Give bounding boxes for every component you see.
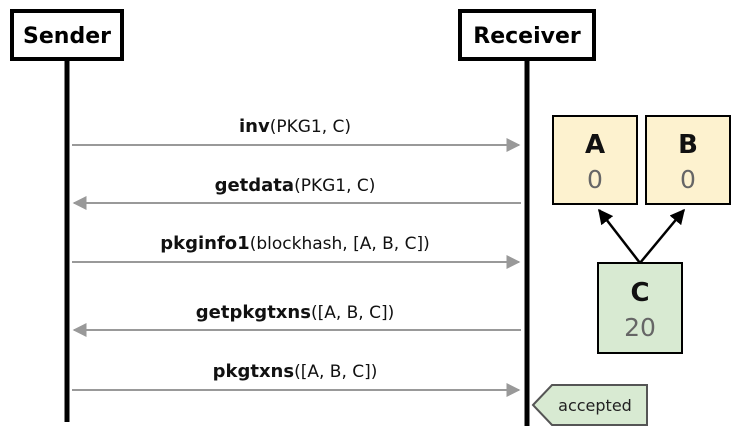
- message-getdata-args: (PKG1, C): [294, 176, 375, 196]
- message-pkgtxns-args: ([A, B, C]): [294, 362, 377, 382]
- tx-b-box: [645, 115, 731, 205]
- message-getdata-label: getdata(PKG1, C): [215, 175, 376, 196]
- message-pkginfo1: pkginfo1(blockhash, [A, B, C]): [72, 233, 521, 269]
- receiver-label: Receiver: [473, 24, 581, 49]
- tx-c-fee: 20: [624, 313, 656, 342]
- sender-participant: Sender: [10, 9, 124, 422]
- message-inv-label: inv(PKG1, C): [239, 116, 351, 137]
- dependency-arrow-c-to-b: [639, 208, 685, 264]
- tx-c-node: C 20: [597, 262, 683, 354]
- message-inv-name: inv: [239, 116, 270, 137]
- sender-label: Sender: [23, 24, 111, 49]
- message-pkgtxns: pkgtxns([A, B, C]): [72, 361, 521, 397]
- transaction-graph: A 0 B 0 C 20: [552, 115, 731, 354]
- message-inv-args: (PKG1, C): [270, 117, 351, 137]
- tx-c-id: C: [630, 278, 649, 308]
- message-pkginfo1-label: pkginfo1(blockhash, [A, B, C]): [160, 233, 430, 254]
- accepted-flag-shape: [531, 384, 648, 426]
- message-getdata-name: getdata: [215, 175, 294, 196]
- message-getpkgtxns-label: getpkgtxns([A, B, C]): [196, 302, 395, 323]
- tx-a-node: A 0: [552, 115, 638, 205]
- receiver-box: [458, 9, 596, 61]
- message-inv: inv(PKG1, C): [72, 116, 521, 152]
- tx-a-id: A: [585, 130, 605, 160]
- tx-b-node: B 0: [645, 115, 731, 205]
- tx-a-box: [552, 115, 638, 205]
- accepted-label: accepted: [558, 396, 632, 415]
- message-pkgtxns-label: pkgtxns([A, B, C]): [213, 361, 378, 382]
- tx-a-fee: 0: [587, 165, 603, 194]
- message-pkginfo1-name: pkginfo1: [160, 233, 249, 254]
- tx-b-id: B: [678, 130, 698, 160]
- dependency-arrow-c-to-a: [598, 208, 641, 264]
- message-pkginfo1-args: (blockhash, [A, B, C]): [250, 234, 430, 254]
- message-getdata: getdata(PKG1, C): [72, 175, 521, 210]
- receiver-participant: Receiver: [458, 9, 596, 426]
- tx-c-box: [597, 262, 683, 354]
- message-getpkgtxns: getpkgtxns([A, B, C]): [72, 302, 521, 337]
- message-getpkgtxns-name: getpkgtxns: [196, 302, 311, 323]
- message-pkgtxns-name: pkgtxns: [213, 361, 294, 382]
- message-getpkgtxns-args: ([A, B, C]): [311, 303, 394, 323]
- tx-b-fee: 0: [680, 165, 696, 194]
- accepted-status-badge: accepted: [531, 384, 648, 426]
